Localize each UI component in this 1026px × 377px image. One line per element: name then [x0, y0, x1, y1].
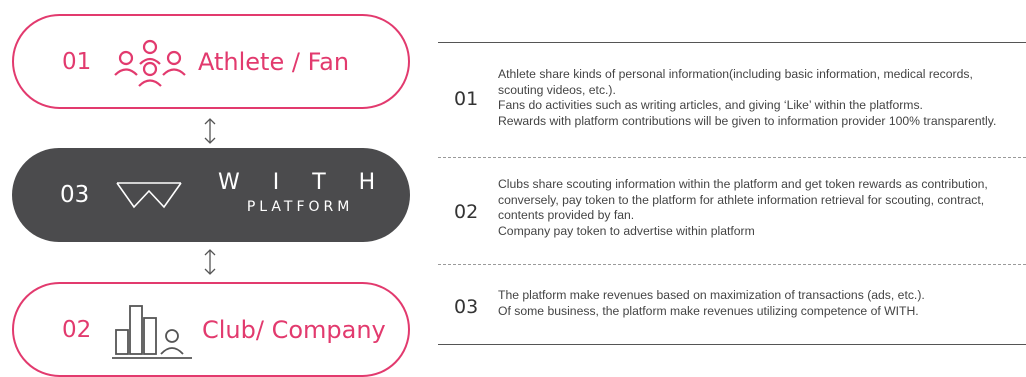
with-logo-icon — [116, 182, 182, 209]
row-divider — [438, 157, 1026, 158]
with-platform-number: 03 — [60, 182, 90, 208]
row-text-line: Company pay token to advertise within pl… — [498, 223, 755, 238]
row-text-line: Of some business, the platform make reve… — [498, 303, 919, 318]
row-text-line: scouting videos, etc.). — [498, 82, 616, 97]
row-text-line: Rewards with platform contributions will… — [498, 113, 997, 128]
athlete-fan-label: Athlete / Fan — [198, 47, 350, 76]
row-text-line: The platform make revenues based on maxi… — [498, 288, 925, 302]
row-text: The platform make revenues based on maxi… — [498, 288, 1026, 319]
row-text-line: Clubs share scouting information within … — [498, 177, 988, 191]
athlete-fan-pill: 01 Athlete / Fan — [12, 14, 410, 109]
row-number: 02 — [454, 201, 479, 223]
up-down-arrow-icon — [204, 249, 216, 275]
buildings-person-icon — [112, 305, 192, 359]
club-company-number: 02 — [62, 316, 92, 343]
with-title: W I T H — [218, 170, 389, 195]
with-platform-pill: 03 W I T H PLATFORM — [12, 148, 410, 242]
table-row: 01 Athlete share kinds of personal infor… — [438, 42, 1026, 157]
row-text: Clubs share scouting information within … — [498, 177, 1026, 239]
row-number: 01 — [454, 88, 479, 110]
row-number: 03 — [454, 296, 479, 318]
table-bottom-rule — [438, 344, 1026, 345]
row-divider — [438, 264, 1026, 265]
row-text-line: Fans do activities such as writing artic… — [498, 98, 923, 112]
row-text-line: Athlete share kinds of personal informat… — [498, 67, 973, 81]
row-text-line: conversely, pay token to the platform fo… — [498, 192, 985, 207]
table-row: 03 The platform make revenues based on m… — [438, 264, 1026, 344]
club-company-label: Club/ Company — [202, 315, 386, 344]
table-row: 02 Clubs share scouting information with… — [438, 157, 1026, 264]
with-wordmark: W I T H PLATFORM — [212, 170, 388, 215]
athlete-fan-number: 01 — [62, 48, 92, 75]
with-subtitle: PLATFORM — [246, 199, 354, 215]
people-group-icon — [114, 39, 186, 87]
up-down-arrow-icon — [204, 118, 216, 144]
club-company-pill: 02 Club/ Company — [12, 282, 410, 377]
table-top-rule — [438, 42, 1026, 43]
row-text: Athlete share kinds of personal informat… — [498, 67, 1026, 129]
row-text-line: contents provided by fan. — [498, 208, 635, 222]
